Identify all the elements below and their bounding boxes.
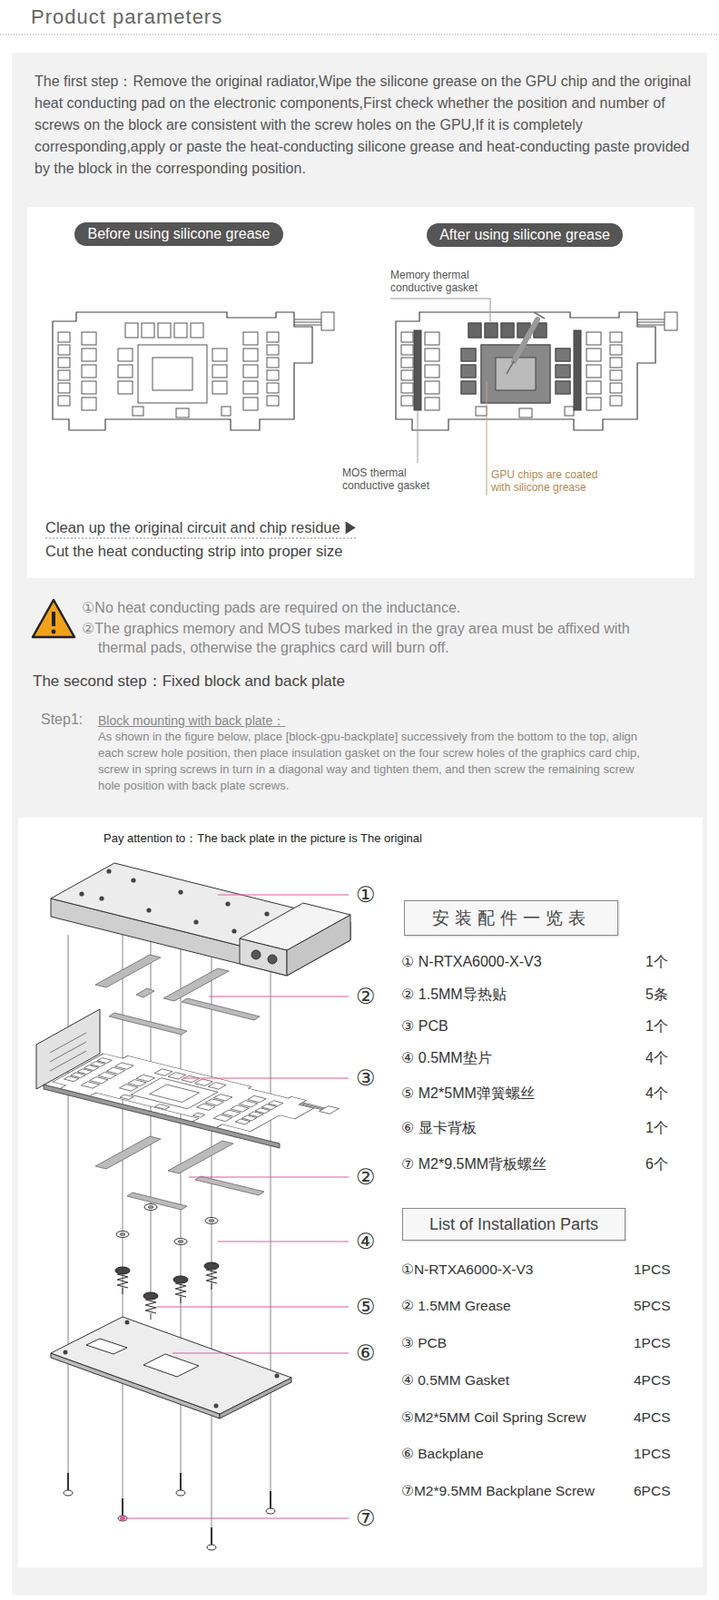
callout-label: GPU chips are coated with silicone greas… <box>491 468 619 494</box>
part-name-cell: ① N-RTXA6000-X-V3 <box>401 953 542 972</box>
step-subheading: Block mounting with back plate： <box>98 712 286 729</box>
step-number: Step1: <box>40 710 83 729</box>
instruction-line: Cut the heat conducting strip into prope… <box>45 541 343 562</box>
part-name-cell: ③ PCB <box>401 1017 449 1036</box>
part-name-cell: ⑤ M2*5MM弹簧螺丝 <box>401 1084 535 1104</box>
part-name-cell: ④ 0.5MM Gasket <box>401 1371 510 1389</box>
quantity-cell: 1个 <box>645 1119 669 1138</box>
node-label: 安装配件一览表 <box>432 906 591 931</box>
node-label: Before using silicone grease <box>87 226 270 243</box>
part-name-cell: ⑦ M2*9.5MM背板螺丝 <box>401 1155 547 1174</box>
part-name-cell: ①N-RTXA6000-X-V3 <box>401 1260 533 1279</box>
quantity-cell: 4个 <box>645 1084 669 1104</box>
table-header-box: List of Installation Parts <box>402 1208 626 1242</box>
quantity-cell: 5PCS <box>633 1297 671 1315</box>
callout-number: ③ <box>355 1064 376 1093</box>
quantity-cell: 4个 <box>645 1049 669 1068</box>
callout-number: ① <box>355 881 376 909</box>
thermal-pad <box>95 955 260 1035</box>
callout-number: ② <box>355 983 376 1011</box>
part-name-cell: ③ PCB <box>401 1334 447 1352</box>
figure-note: Pay attention to：The back plate in the p… <box>103 831 423 847</box>
callout-label: Memory thermal conductive gasket <box>390 268 498 295</box>
part-name-cell: ⑤M2*5MM Coil Spring Screw <box>401 1408 586 1427</box>
quantity-cell: 1PCS <box>633 1445 671 1463</box>
quantity-cell: 1PCS <box>633 1260 671 1279</box>
quantity-cell: 1个 <box>645 1017 669 1036</box>
table-header-box: 安装配件一览表 <box>403 900 619 936</box>
warning-icon <box>32 600 75 638</box>
syringe-icon <box>506 312 545 375</box>
quantity-cell: 1个 <box>645 953 669 972</box>
quantity-cell: 4PCS <box>633 1371 671 1389</box>
quantity-cell: 6PCS <box>633 1482 671 1500</box>
part-name-cell: ② 1.5MM Grease <box>401 1297 512 1315</box>
instruction-line: Clean up the original circuit and chip r… <box>45 518 341 538</box>
callout-number: ⑥ <box>355 1339 376 1368</box>
warning-note: ②The graphics memory and MOS tubes marke… <box>81 619 643 658</box>
part-name-cell: ② 1.5MM导热贴 <box>401 985 507 1005</box>
quantity-cell: 6个 <box>645 1155 669 1174</box>
callout-number: ⑦ <box>355 1505 376 1533</box>
node-label: After using silicone grease <box>439 226 611 244</box>
step-heading: The second step：Fixed block and back pla… <box>32 671 345 691</box>
page-title: Product parameters <box>30 5 223 30</box>
step-instructions: The first step：Remove the original radia… <box>34 70 692 180</box>
part-name-cell: ⑥ 显卡背板 <box>401 1119 477 1138</box>
callout-number: ② <box>355 1163 376 1192</box>
callout-number: ⑤ <box>355 1293 376 1321</box>
water-block <box>50 863 351 976</box>
badge-pill: After using silicone grease <box>426 223 623 247</box>
part-name-cell: ⑦M2*9.5MM Backplane Screw <box>401 1482 595 1500</box>
quantity-cell: 1PCS <box>633 1334 671 1352</box>
quantity-cell: 5条 <box>645 985 669 1005</box>
callout-label: MOS thermal conductive gasket <box>342 466 450 493</box>
step-instructions: As shown in the figure below, place [blo… <box>98 728 660 795</box>
arrow-triangle <box>345 522 356 535</box>
warning-note: ①No heat conducting pads are required on… <box>81 599 461 618</box>
part-name-cell: ④ 0.5MM垫片 <box>401 1049 493 1068</box>
quantity-cell: 4PCS <box>633 1408 671 1427</box>
callout-leader <box>122 895 349 1519</box>
node-label: List of Installation Parts <box>429 1215 599 1235</box>
badge-pill: Before using silicone grease <box>74 222 284 247</box>
part-name-cell: ⑥ Backplane <box>401 1445 484 1463</box>
callout-number: ④ <box>355 1228 376 1256</box>
backplate <box>50 1317 292 1419</box>
thermal-pad <box>95 1136 265 1211</box>
